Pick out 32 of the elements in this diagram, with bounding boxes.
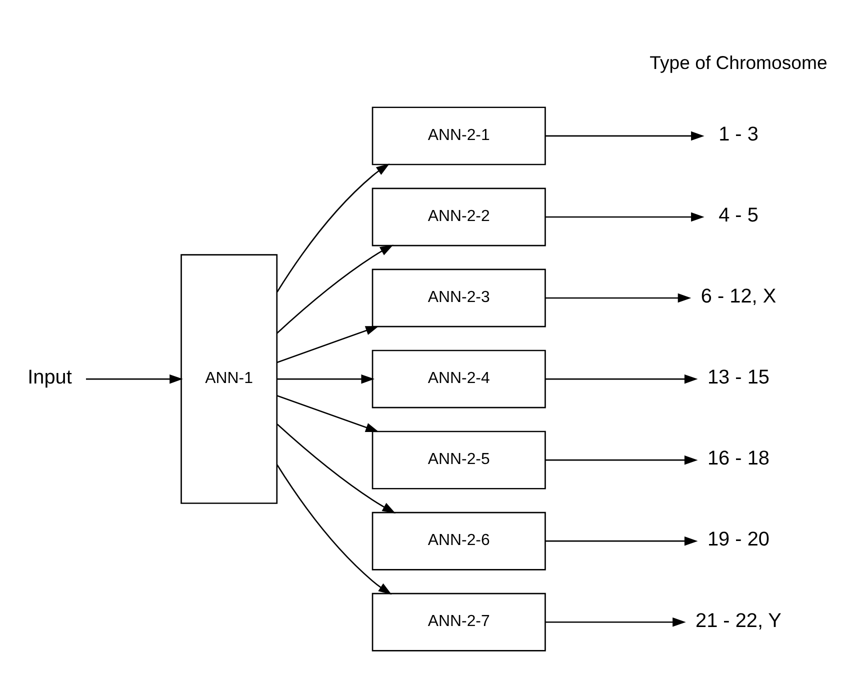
node-text: 21 - 22, Y [696, 609, 782, 632]
node-box: ANN-2-3 [372, 268, 546, 327]
arrow [546, 130, 704, 140]
node-box: ANN-2-7 [372, 592, 546, 651]
arrow [276, 326, 379, 363]
node-text: 19 - 20 [707, 528, 770, 550]
arrow [276, 464, 392, 594]
arrow [276, 394, 379, 432]
arrow [546, 536, 698, 546]
arrow [546, 454, 698, 464]
node-text: 13 - 15 [707, 366, 770, 388]
label: Type of Chromosome [650, 52, 828, 73]
arrow [546, 292, 692, 302]
arrow [276, 423, 396, 513]
arrow [86, 374, 183, 384]
node-text: 16 - 18 [707, 447, 770, 470]
arrow [276, 374, 375, 384]
node-box: ANN-2-1 [372, 106, 546, 165]
node-box: ANN-2-5 [372, 430, 546, 489]
node-box: ANN-2-4 [372, 349, 546, 408]
node-text: 1 - 3 [718, 123, 758, 146]
node-box: ANN-2-6 [372, 511, 546, 570]
node-box: ANN-2-2 [372, 187, 546, 246]
node-box: ANN-1 [180, 254, 278, 504]
node-text: 6 - 12, X [700, 285, 776, 308]
arrow [276, 163, 390, 292]
arrow [546, 212, 704, 222]
arrow [546, 374, 698, 384]
arrow [276, 244, 394, 334]
node-text: 4 - 5 [718, 204, 758, 226]
arrow [546, 616, 686, 626]
node-text: Input [28, 366, 72, 388]
